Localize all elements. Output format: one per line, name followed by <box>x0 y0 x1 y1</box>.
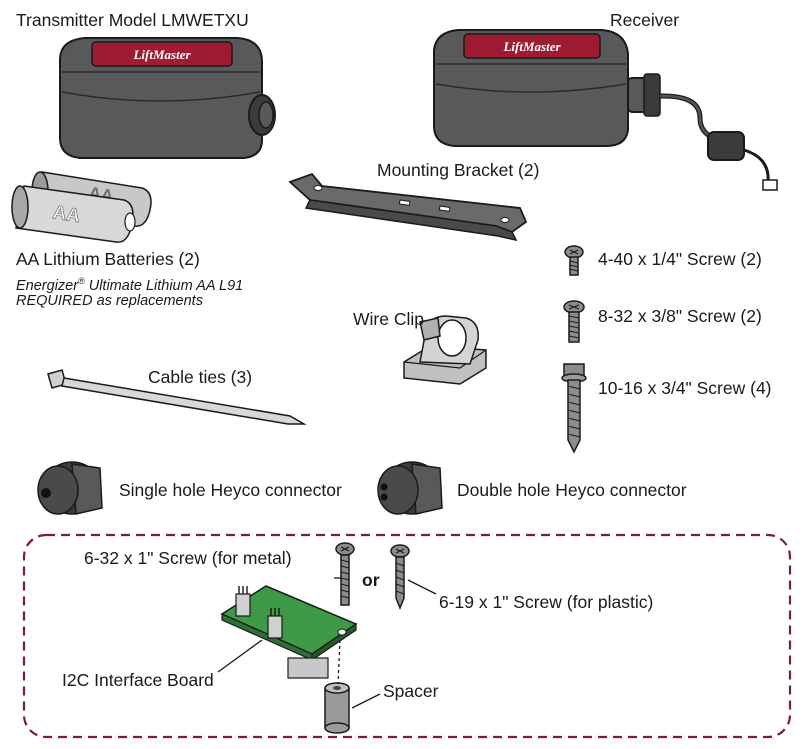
i2c-board-label: I2C Interface Board <box>62 670 214 690</box>
wire-clip-label: Wire Clip <box>353 309 424 329</box>
screw-1016-label: 10-16 x 3/4" Screw (4) <box>598 378 772 398</box>
screw-619-illustration <box>390 544 410 611</box>
double-heyco-illustration <box>377 461 443 515</box>
battery-marking-front: AA <box>51 202 82 227</box>
double-heyco-label: Double hole Heyco connector <box>457 480 687 500</box>
optional-parts-dashed-border <box>22 533 792 739</box>
transmitter-label: Transmitter Model LMWETXU <box>16 10 249 30</box>
leader-lines <box>217 577 437 709</box>
screw-632-illustration <box>335 542 355 606</box>
single-heyco-label: Single hole Heyco connector <box>119 480 342 500</box>
screw-619-label: 6-19 x 1" Screw (for plastic) <box>439 592 654 612</box>
cable-tie-illustration <box>47 369 307 425</box>
cable-ties-label: Cable ties (3) <box>148 367 253 387</box>
battery-brand-suffix: Ultimate Lithium AA L91 <box>84 277 244 294</box>
screw-832-label: 8-32 x 3/8" Screw (2) <box>598 306 762 326</box>
screw-440-label: 4-40 x 1/4" Screw (2) <box>598 249 762 269</box>
screw-632-label: 6-32 x 1" Screw (for metal) <box>84 548 292 568</box>
spacer-illustration <box>324 682 350 734</box>
receiver-label: Receiver <box>610 10 680 30</box>
i2c-board-illustration <box>220 585 358 679</box>
batteries-label: AA Lithium Batteries (2) <box>16 249 200 269</box>
transmitter-illustration: LiftMaster <box>59 37 276 159</box>
transmitter-logo: LiftMaster <box>132 47 191 62</box>
screw-1016-illustration <box>561 363 587 454</box>
battery-required-note: REQUIRED as replacements <box>16 293 203 309</box>
aa-batteries-illustration: AA AA <box>11 171 152 243</box>
receiver-logo: LiftMaster <box>502 39 561 54</box>
battery-brand-prefix: Energizer <box>16 277 79 294</box>
screw-440-illustration <box>564 245 584 276</box>
or-label: or <box>362 570 380 590</box>
screw-832-illustration <box>563 300 585 343</box>
spacer-label: Spacer <box>383 681 439 701</box>
receiver-illustration: LiftMaster <box>433 29 778 191</box>
wire-clip-illustration <box>403 315 487 385</box>
battery-brand-note: Energizer® Ultimate Lithium AA L91 <box>16 272 243 295</box>
registered-mark: ® <box>78 276 85 286</box>
mounting-bracket-illustration <box>288 172 528 242</box>
mounting-bracket-label: Mounting Bracket (2) <box>377 160 540 180</box>
single-heyco-illustration <box>37 461 103 515</box>
